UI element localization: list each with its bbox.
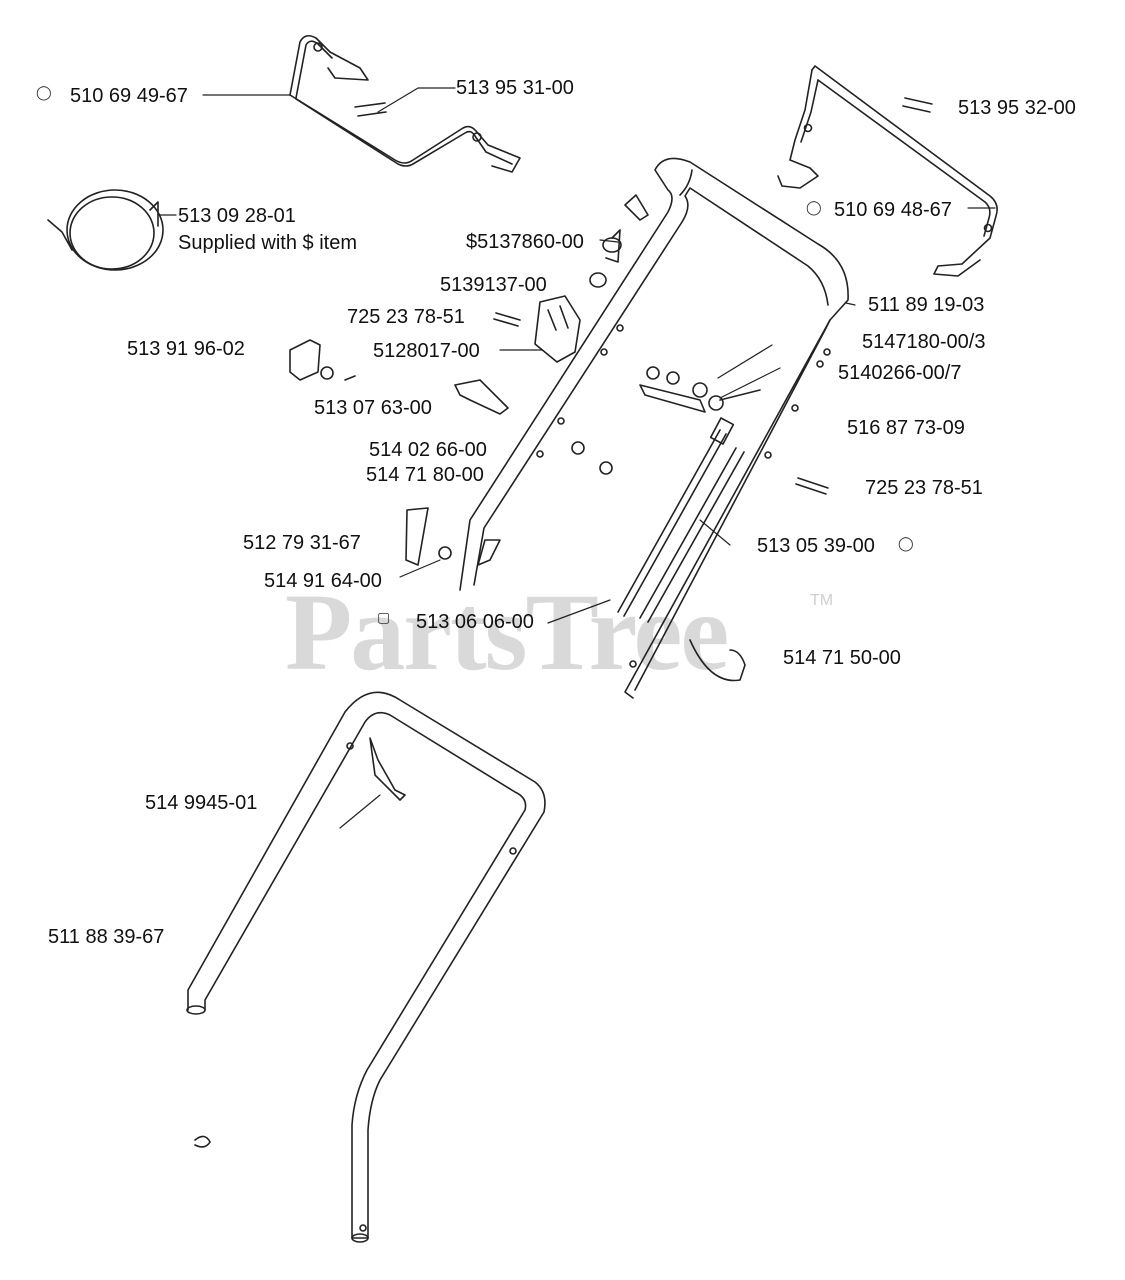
part-label: 516 87 73-09 xyxy=(847,417,965,439)
circle-marker-icon: ◯ xyxy=(898,536,914,552)
part-label: 513 95 31-00 xyxy=(456,77,574,99)
part-label: 513 95 32-00 xyxy=(958,97,1076,119)
square-marker-icon: ▢ xyxy=(377,610,391,626)
circle-marker-icon: ◯ xyxy=(806,200,822,216)
part-label: 511 88 39-67 xyxy=(48,926,165,948)
part-label: 514 71 80-00 xyxy=(366,464,484,486)
part-label: 514 91 64-00 xyxy=(264,570,382,592)
watermark-trademark: TM xyxy=(810,592,834,609)
part-label: 725 23 78-51 xyxy=(347,306,465,328)
part-label: 514 9945-01 xyxy=(145,792,258,814)
lower-handle xyxy=(186,691,546,1243)
part-label: 5147180-00/3 xyxy=(862,331,986,353)
part-label: 513 91 96-02 xyxy=(127,338,245,360)
part-label: 725 23 78-51 xyxy=(865,477,983,499)
part-label: 5140266-00/7 xyxy=(838,362,962,384)
part-label: $5137860-00 xyxy=(466,231,584,253)
part-label: 510 69 48-67 xyxy=(834,199,952,221)
part-label-note: Supplied with $ item xyxy=(178,232,357,254)
part-label: 514 71 50-00 xyxy=(783,647,901,669)
cable-coil xyxy=(47,189,164,271)
part-label: 5139137-00 xyxy=(440,274,547,296)
part-label: 513 07 63-00 xyxy=(314,397,432,419)
part-label: 513 09 28-01 xyxy=(178,205,296,227)
part-label: 514 02 66-00 xyxy=(369,439,487,461)
control-rod xyxy=(617,389,761,623)
part-label: 511 89 19-03 xyxy=(868,294,985,316)
upper-handle-frame xyxy=(459,157,849,699)
part-label: 5128017-00 xyxy=(373,340,480,362)
hardware-parts xyxy=(289,194,829,682)
leader-lines xyxy=(157,87,996,829)
part-label: 510 69 49-67 xyxy=(70,85,188,107)
wire-bracket-right xyxy=(777,65,998,277)
part-label: 512 79 31-67 xyxy=(243,532,361,554)
part-label: 513 05 39-00 xyxy=(757,535,875,557)
wire-bracket-left xyxy=(289,34,521,173)
circle-marker-icon: ◯ xyxy=(36,85,52,101)
part-label: 513 06 06-00 xyxy=(416,611,534,633)
